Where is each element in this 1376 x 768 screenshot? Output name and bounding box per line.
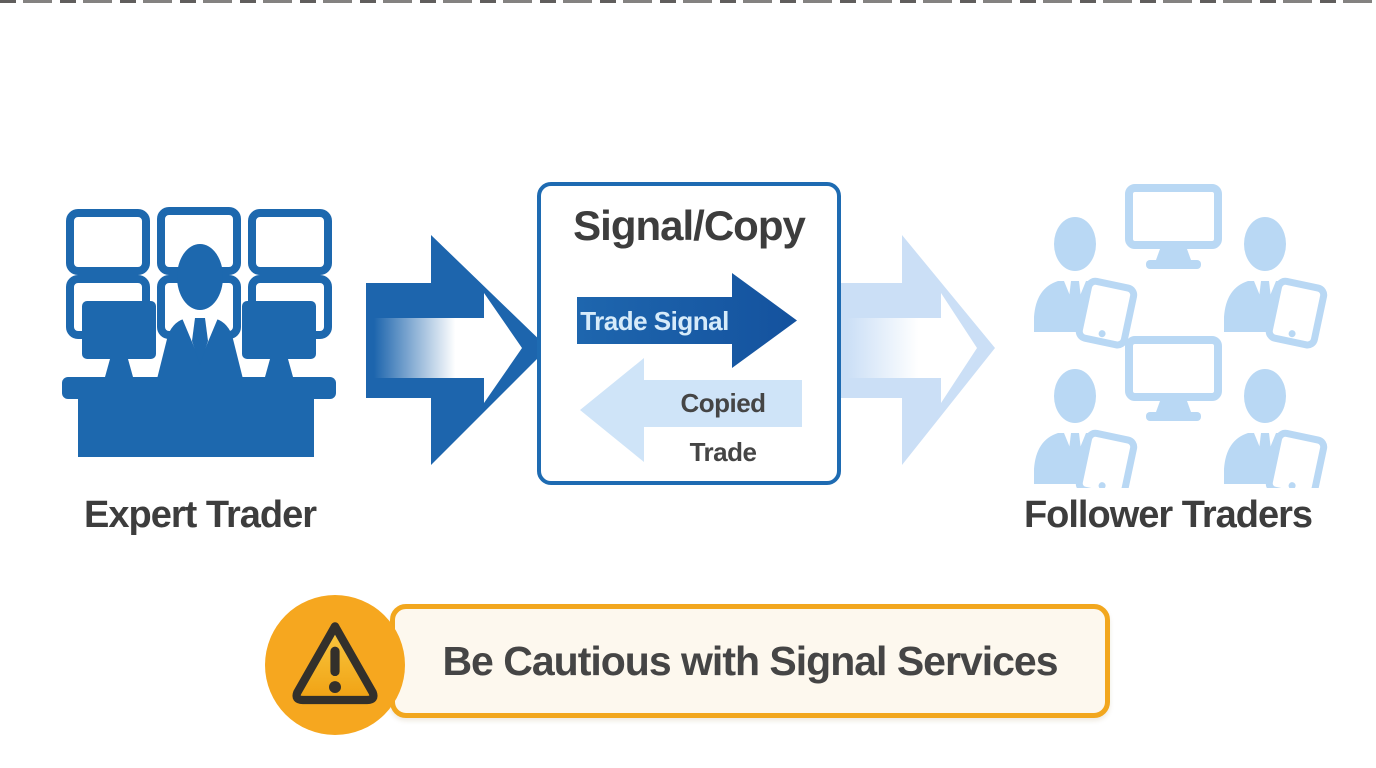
warning-badge xyxy=(265,595,405,735)
expert-trader-icon xyxy=(58,203,340,458)
copied-trade-label: Copied Trade xyxy=(680,388,766,467)
copied-trade-arrow-icon xyxy=(580,358,802,462)
signal-copy-title: Signal/Copy xyxy=(573,202,806,249)
warning-banner-text: Be Cautious with Signal Services xyxy=(442,638,1058,684)
warning-banner: Be Cautious with Signal Services xyxy=(390,604,1110,718)
trade-signal-arrow-icon xyxy=(577,273,797,368)
expert-trader-label: Expert Trader xyxy=(84,494,317,536)
top-edge-noise xyxy=(0,0,1376,3)
warning-triangle-icon xyxy=(292,622,378,705)
flow-arrow-box-to-followers-icon xyxy=(841,235,995,465)
flow-arrow-expert-to-box-icon xyxy=(366,235,548,465)
follower-traders-label: Follower Traders xyxy=(1023,494,1313,536)
follower-traders-icon xyxy=(1028,182,1340,488)
trade-signal-label: Trade Signal xyxy=(580,306,729,336)
